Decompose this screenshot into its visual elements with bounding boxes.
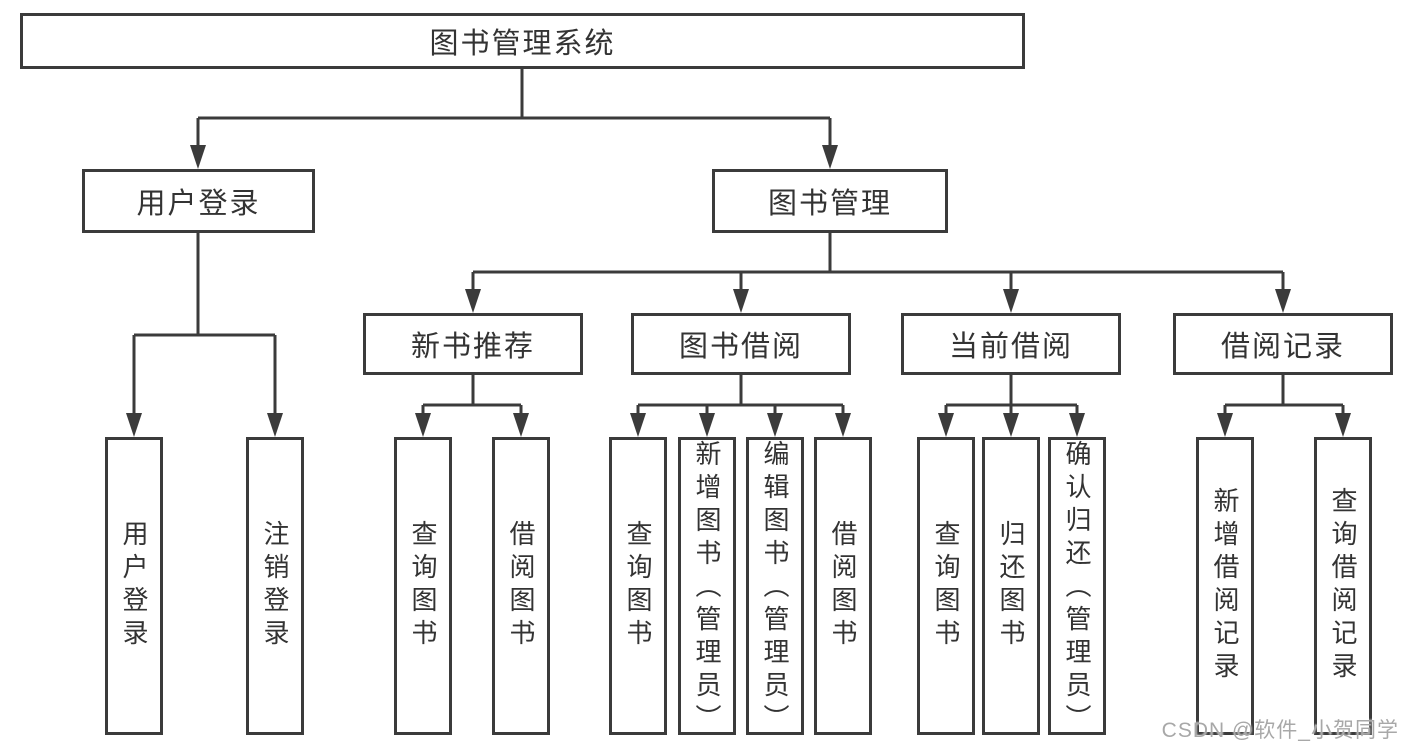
leaf-add-borrow-record: 新增借阅记录 bbox=[1196, 437, 1254, 735]
node-book-management: 图书管理 bbox=[712, 169, 948, 233]
leaf-confirm-return-admin: 确认归还（管理员） bbox=[1048, 437, 1106, 737]
leaf-borrow-book: 借阅图书 bbox=[492, 437, 550, 735]
csdn-watermark: CSDN @软件_小贺同学 bbox=[1161, 719, 1399, 742]
node-user-login: 用户登录 bbox=[82, 169, 315, 233]
arrowheads bbox=[126, 145, 1351, 437]
node-new-book-recommend: 新书推荐 bbox=[363, 313, 583, 375]
leaf-user-login: 用户登录 bbox=[105, 437, 163, 735]
node-library-management-system: 图书管理系统 bbox=[20, 13, 1025, 69]
node-borrow-record: 借阅记录 bbox=[1173, 313, 1393, 375]
leaf-query-book-2: 查询图书 bbox=[609, 437, 667, 735]
leaf-query-book: 查询图书 bbox=[394, 437, 452, 735]
node-book-borrow: 图书借阅 bbox=[631, 313, 851, 375]
node-current-borrow: 当前借阅 bbox=[901, 313, 1121, 375]
leaf-query-borrow-record: 查询借阅记录 bbox=[1314, 437, 1372, 735]
leaf-edit-book-admin: 编辑图书（管理员） bbox=[746, 437, 804, 737]
leaf-logout: 注销登录 bbox=[246, 437, 304, 735]
leaf-add-book-admin: 新增图书（管理员） bbox=[678, 437, 736, 737]
leaf-query-book-3: 查询图书 bbox=[917, 437, 975, 735]
leaf-return-book: 归还图书 bbox=[982, 437, 1040, 735]
leaf-borrow-book-2: 借阅图书 bbox=[814, 437, 872, 735]
